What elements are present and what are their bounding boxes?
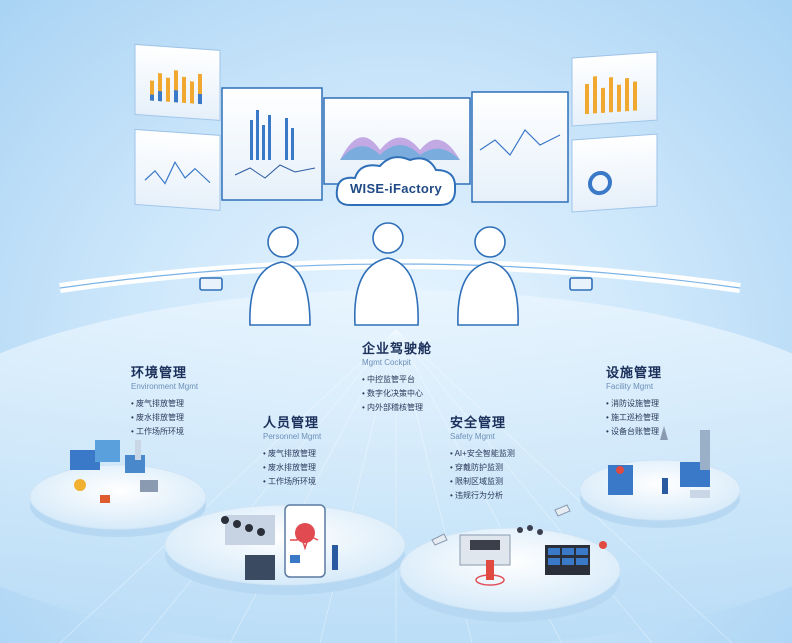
platform-environment xyxy=(29,464,207,537)
brand-cloud-label: WISE-iFactory xyxy=(349,181,443,196)
module-subtitle: Safety Mgmt xyxy=(450,432,495,441)
dashboard-screen-icon xyxy=(134,43,658,213)
module-title: 环境管理 xyxy=(131,365,188,380)
industrial-equipment-icon xyxy=(608,426,710,498)
module-subtitle: Mgmt Cockpit xyxy=(362,358,411,367)
module-item: 违规行为分析 xyxy=(450,489,515,503)
module-item: AI+安全智能监测 xyxy=(450,447,515,461)
module-safety: 安全管理 Safety Mgmt AI+安全智能监测 穿戴防护监测 限制区域监测… xyxy=(450,412,515,503)
module-subtitle: Facility Mgmt xyxy=(606,382,654,391)
module-title: 人员管理 xyxy=(263,415,320,430)
module-item: 废水排放管理 xyxy=(263,461,321,475)
module-item: 废气排放管理 xyxy=(263,447,321,461)
factory-illustration-icon xyxy=(70,440,158,503)
control-room-icon xyxy=(545,541,607,575)
module-item: 中控监管平台 xyxy=(362,373,432,387)
module-item: 施工巡检管理 xyxy=(606,411,662,425)
module-item: 消防设施管理 xyxy=(606,397,662,411)
module-item: 数字化决策中心 xyxy=(362,387,432,401)
operator-silhouette-icon xyxy=(59,222,741,326)
module-cockpit: 企业驾驶舱 Mgmt Cockpit 中控监管平台 数字化决策中心 内外部稽核管… xyxy=(362,338,432,415)
module-environment: 环境管理 Environment Mgmt 废气排放管理 废水排放管理 工作场所… xyxy=(131,362,198,439)
module-title: 设施管理 xyxy=(606,365,663,380)
module-item: 废水排放管理 xyxy=(131,411,198,425)
module-item: 设备台账管理 xyxy=(606,425,662,439)
module-item: 工作场所环境 xyxy=(263,475,321,489)
module-item: 限制区域监测 xyxy=(450,475,515,489)
module-title: 企业驾驶舱 xyxy=(362,341,433,356)
platform-facility xyxy=(579,459,741,528)
phone-app-icon xyxy=(284,504,338,578)
module-item: 穿戴防护监测 xyxy=(450,461,515,475)
module-subtitle: Personnel Mgmt xyxy=(263,432,322,441)
module-subtitle: Environment Mgmt xyxy=(131,382,199,391)
module-item: 内外部稽核管理 xyxy=(362,401,432,415)
module-item: 废气排放管理 xyxy=(131,397,198,411)
module-item: 工作场所环境 xyxy=(131,425,198,439)
cloud-icon xyxy=(335,156,457,206)
module-title: 安全管理 xyxy=(450,415,507,430)
security-camera-icon xyxy=(431,504,571,586)
module-facility: 设施管理 Facility Mgmt 消防设施管理 施工巡检管理 设备台账管理 xyxy=(606,362,662,439)
module-personnel: 人员管理 Personnel Mgmt 废气排放管理 废水排放管理 工作场所环境 xyxy=(263,412,321,489)
meeting-people-icon xyxy=(221,515,275,580)
